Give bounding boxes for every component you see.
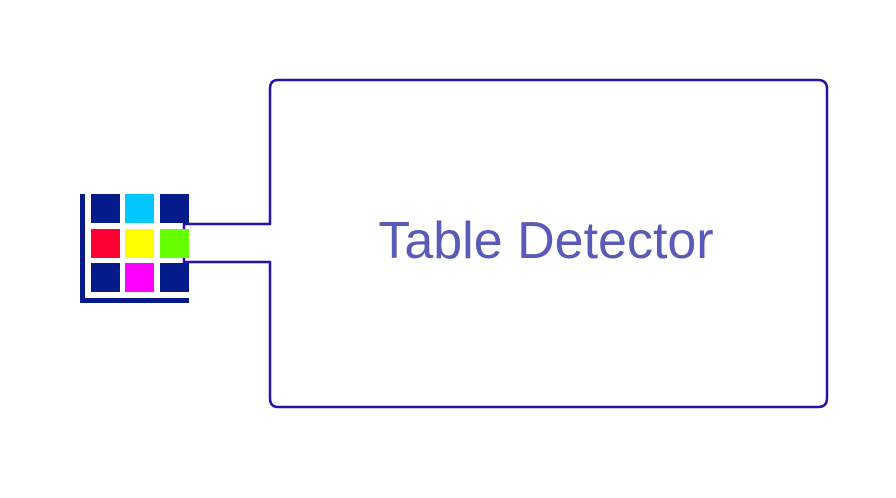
icon-cell-cyan: [125, 194, 154, 223]
icon-cell-navy: [160, 194, 189, 223]
icon-cell-navy: [160, 263, 189, 292]
detector-box-outline: [182, 78, 829, 409]
icon-cell-red: [91, 229, 120, 258]
icon-cell-navy: [91, 263, 120, 292]
icon-axis-horizontal: [80, 298, 189, 303]
icon-cell-green: [160, 229, 189, 258]
icon-cell-magenta: [125, 263, 154, 292]
icon-axis-vertical: [80, 194, 85, 303]
icon-cell-yellow: [125, 229, 154, 258]
table-grid-icon: [80, 194, 189, 303]
box-title: Table Detector: [378, 212, 713, 270]
icon-cell-navy: [91, 194, 120, 223]
